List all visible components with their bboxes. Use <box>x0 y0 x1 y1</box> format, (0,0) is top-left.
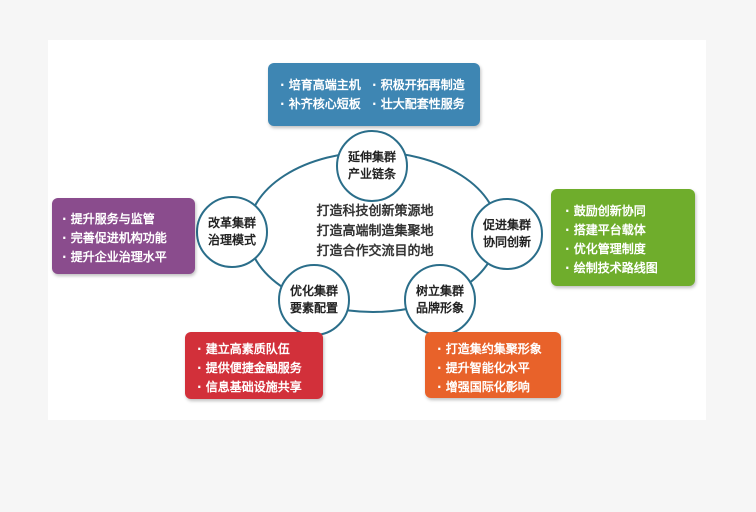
node-label-line2: 产业链条 <box>347 167 396 181</box>
box-item: · 绘制技术路线图 <box>565 261 658 275</box>
box-optimize-factors: · 建立高素质队伍 · 提供便捷金融服务 · 信息基础设施共享 <box>185 332 323 399</box>
box-item: · 壮大配套性服务 <box>372 96 465 111</box>
node-label-line2: 治理模式 <box>207 233 256 247</box>
box-row: · 补齐核心短板 · 壮大配套性服务 <box>280 95 472 114</box>
node-label-line1: 树立集群 <box>415 284 464 298</box>
box-item: · 增强国际化影响 <box>437 380 530 394</box>
node-label-line1: 优化集群 <box>289 284 338 298</box>
box-item: · 提升服务与监管 <box>62 212 155 226</box>
node-promote-innovation: 促进集群 协同创新 <box>471 198 543 270</box>
box-row: · 培育高端主机 · 积极开拓再制造 <box>280 76 472 95</box>
box-item: · 搭建平台载体 <box>565 223 646 237</box>
box-item: · 优化管理制度 <box>565 242 646 256</box>
box-item: · 提升企业治理水平 <box>62 250 167 264</box>
box-item: · 提供便捷金融服务 <box>197 361 302 375</box>
node-optimize-factors: 优化集群 要素配置 <box>278 264 350 336</box>
center-goal-3: 打造合作交流目的地 <box>316 244 434 259</box>
box-item: · 积极开拓再制造 <box>372 77 465 92</box>
node-brand-image: 树立集群 品牌形象 <box>404 264 476 336</box>
box-item: · 提升智能化水平 <box>437 361 530 375</box>
box-item: · 信息基础设施共享 <box>197 380 302 394</box>
node-label-line2: 品牌形象 <box>415 301 464 315</box>
box-item: · 打造集约集聚形象 <box>437 342 542 356</box>
box-item: · 培育高端主机 <box>280 77 361 92</box>
box-item: · 完善促进机构功能 <box>62 231 167 245</box>
box-promote-innovation: · 鼓励创新协同 · 搭建平台载体 · 优化管理制度 · 绘制技术路线图 <box>551 189 695 286</box>
box-item: · 鼓励创新协同 <box>565 204 646 218</box>
center-goal-2: 打造高端制造集聚地 <box>316 224 434 239</box>
node-reform-governance: 改革集群 治理模式 <box>196 196 268 268</box>
box-item: · 补齐核心短板 <box>280 96 361 111</box>
box-reform-governance: · 提升服务与监管 · 完善促进机构功能 · 提升企业治理水平 <box>52 198 195 274</box>
center-goals: 打造科技创新策源地 打造高端制造集聚地 打造合作交流目的地 <box>300 202 450 262</box>
box-item: · 建立高素质队伍 <box>197 342 290 356</box>
center-goal-1: 打造科技创新策源地 <box>316 204 434 219</box>
box-extend-chain: · 培育高端主机 · 积极开拓再制造 · 补齐核心短板 · 壮大配套性服务 <box>268 63 480 126</box>
node-label-line1: 改革集群 <box>207 216 256 230</box>
node-label-line2: 协同创新 <box>482 235 531 249</box>
node-label-line2: 要素配置 <box>289 301 338 315</box>
node-label-line1: 延伸集群 <box>347 150 396 164</box>
node-label-line1: 促进集群 <box>482 218 531 232</box>
box-brand-image: · 打造集约集聚形象 · 提升智能化水平 · 增强国际化影响 <box>425 332 561 398</box>
node-extend-chain: 延伸集群 产业链条 <box>336 130 408 202</box>
